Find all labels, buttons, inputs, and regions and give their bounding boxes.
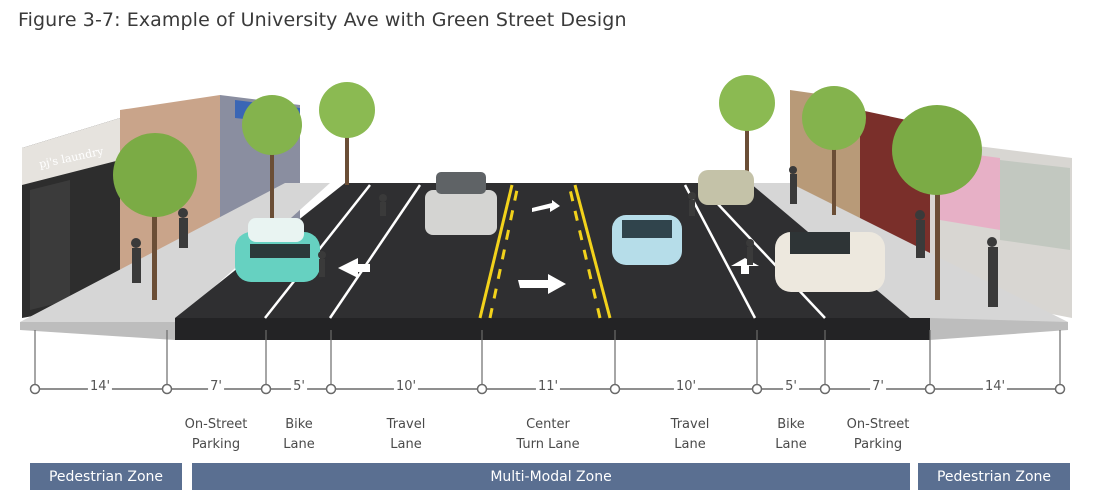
center-yellow-lines — [478, 184, 612, 319]
dim-travel-right: 10' — [673, 379, 699, 394]
label-travel-left: Travel Lane — [386, 417, 426, 452]
street-trees — [113, 75, 982, 300]
people — [131, 166, 998, 307]
dimension-node — [29, 383, 41, 395]
left-sidewalk — [20, 183, 330, 322]
label-parking-right: On-Street Parking — [846, 417, 910, 452]
dim-bike-right: 5' — [783, 379, 799, 394]
mini-car — [235, 218, 320, 282]
label-parking-left: On-Street Parking — [184, 417, 248, 452]
dim-travel-left: 10' — [393, 379, 419, 394]
dim-center-turn: 11' — [535, 379, 561, 394]
dimension-node — [260, 383, 272, 395]
dim-bike-left: 5' — [291, 379, 307, 394]
zone-multi-modal: Multi-Modal Zone — [192, 463, 910, 490]
tan-sedan — [698, 170, 754, 205]
dimension-node — [476, 383, 488, 395]
figure-title: Figure 3-7: Example of University Ave wi… — [18, 9, 627, 31]
label-bike-left: Bike Lane — [283, 417, 315, 452]
zone-pedestrian-left: Pedestrian Zone — [30, 463, 182, 490]
vehicles — [235, 170, 885, 292]
roadway-edge — [175, 318, 930, 340]
roadway-asphalt — [175, 183, 910, 318]
dimension-node — [924, 383, 936, 395]
dimension-node — [819, 383, 831, 395]
label-travel-right: Travel Lane — [670, 417, 710, 452]
dimension-line — [29, 330, 1066, 395]
white-suv — [775, 232, 885, 292]
dim-ped-left: 14' — [87, 379, 113, 394]
dimension-node — [161, 383, 173, 395]
dimension-node — [751, 383, 763, 395]
dimension-node — [609, 383, 621, 395]
zone-pedestrian-right: Pedestrian Zone — [918, 463, 1070, 490]
pickup-truck — [425, 172, 497, 235]
dimension-node — [325, 383, 337, 395]
dim-parking-right: 7' — [870, 379, 886, 394]
dim-ped-right: 14' — [982, 379, 1008, 394]
dim-parking-left: 7' — [208, 379, 224, 394]
blue-hatchback — [612, 215, 682, 265]
label-bike-right: Bike Lane — [775, 417, 807, 452]
label-center-turn: Center Turn Lane — [516, 417, 580, 452]
dimension-node — [1054, 383, 1066, 395]
